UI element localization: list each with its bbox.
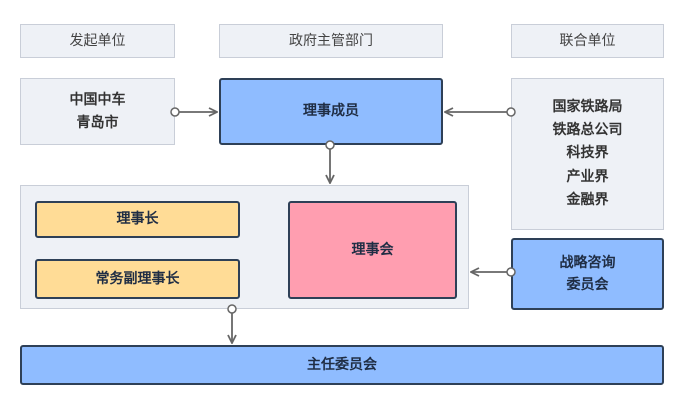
council-members-label: 理事成员 (303, 103, 359, 120)
council-box: 理事会 (288, 201, 457, 299)
connector-council-to-director (228, 304, 236, 343)
chairman-box: 理事长 (35, 201, 240, 238)
joint-units-box: 国家铁路局 铁路总公司 科技界 产业界 金融界 (511, 78, 664, 230)
connector-initiator-to-members (170, 108, 217, 116)
header-joint-label: 联合单位 (559, 32, 616, 49)
executive-vice-chairman-label: 常务副理事长 (95, 270, 180, 287)
council-members-box: 理事成员 (219, 78, 443, 145)
joint-unit-item: 铁路总公司 (552, 122, 623, 139)
connector-joint-to-members (445, 108, 516, 116)
header-joint: 联合单位 (511, 24, 664, 58)
strategic-committee-line-1: 战略咨询 (559, 254, 616, 271)
header-initiator: 发起单位 (20, 24, 175, 58)
connector-members-to-council (326, 140, 334, 183)
executive-vice-chairman-box: 常务副理事长 (35, 259, 240, 299)
initiator-line-2: 青岛市 (76, 114, 119, 131)
header-government-label: 政府主管部门 (289, 32, 373, 49)
joint-unit-item: 产业界 (566, 168, 609, 185)
council-label: 理事会 (351, 241, 394, 258)
joint-unit-item: 科技界 (566, 145, 609, 162)
strategic-committee-box: 战略咨询 委员会 (511, 238, 664, 310)
director-committee-label: 主任委员会 (307, 356, 377, 373)
director-committee-box: 主任委员会 (20, 345, 664, 385)
header-government: 政府主管部门 (219, 24, 443, 58)
initiator-line-1: 中国中车 (69, 92, 126, 109)
initiator-unit-box: 中国中车 青岛市 (20, 78, 175, 145)
chairman-label: 理事长 (116, 211, 159, 228)
joint-unit-item: 国家铁路局 (552, 99, 623, 116)
strategic-committee-line-2: 委员会 (566, 277, 609, 293)
connector-strategic-to-council (471, 268, 516, 276)
joint-unit-item: 金融界 (566, 191, 609, 208)
header-initiator-label: 发起单位 (69, 32, 126, 49)
